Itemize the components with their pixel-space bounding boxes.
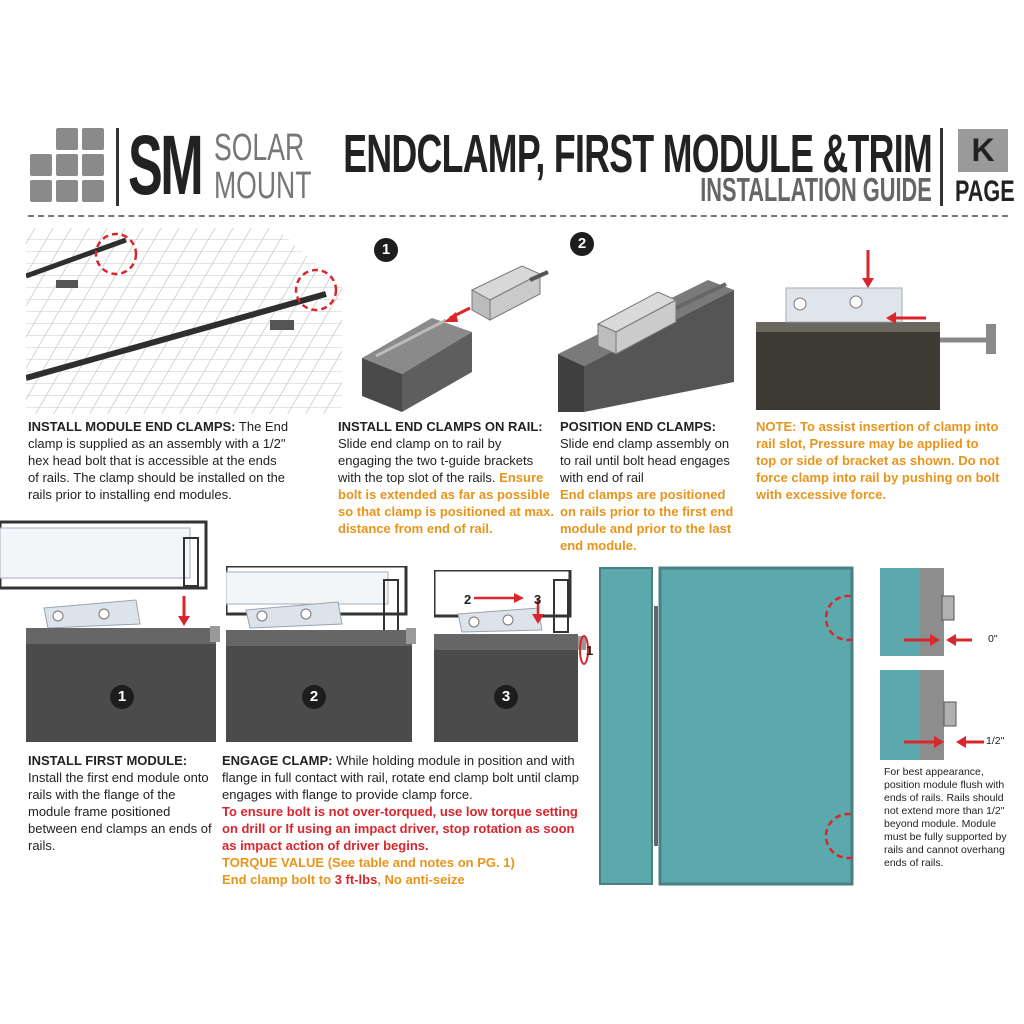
step-badge-2: 2 bbox=[570, 232, 594, 256]
page-subtitle: INSTALLATION GUIDE bbox=[700, 171, 932, 208]
position-note: End clamps are positioned on rails prior… bbox=[560, 487, 734, 553]
engage-label-3: 3 bbox=[534, 592, 542, 607]
first-module-illustration-1 bbox=[0, 520, 220, 742]
flush-detail-half bbox=[880, 670, 984, 760]
engage-label-2: 2 bbox=[464, 592, 472, 607]
flush-label-half: 1/2" bbox=[986, 735, 1005, 747]
page-label: PAGE bbox=[955, 175, 1015, 208]
first-module-body: Install the first end module onto rails … bbox=[28, 770, 212, 853]
torque-pre: End clamp bolt to bbox=[222, 872, 332, 887]
logo-word-solar: SOLAR bbox=[214, 127, 305, 169]
module-step-badge-3: 3 bbox=[494, 685, 518, 709]
position-body: Slide end clamp assembly on to rail unti… bbox=[560, 436, 730, 485]
position-heading: POSITION END CLAMPS: bbox=[560, 419, 717, 434]
module-layout-illustration bbox=[599, 566, 854, 886]
torque-heading: TORQUE VALUE (See table and notes on PG.… bbox=[222, 855, 515, 870]
flush-label-zero: 0" bbox=[988, 633, 998, 645]
engage-heading: ENGAGE CLAMP: bbox=[222, 753, 333, 768]
rail-clamp-insert-illustration bbox=[362, 265, 549, 412]
install-end-clamps-body: The End clamp is supplied as an assembly… bbox=[28, 419, 289, 502]
flush-detail-zero bbox=[880, 568, 972, 656]
module-step-badge-1: 1 bbox=[110, 685, 134, 709]
install-on-rail-block: INSTALL END CLAMPS ON RAIL: Slide end cl… bbox=[338, 418, 554, 537]
rail-clamp-positioned-illustration bbox=[558, 280, 734, 412]
first-module-illustration-2 bbox=[226, 566, 416, 742]
header-divider bbox=[116, 128, 119, 206]
engage-block: ENGAGE CLAMP: While holding module in po… bbox=[222, 752, 582, 888]
logo-mark bbox=[28, 128, 106, 206]
header-dashed-divider bbox=[28, 215, 1008, 217]
step-badge-1: 1 bbox=[374, 238, 398, 262]
install-on-rail-note: Ensure bolt is extended as far as possib… bbox=[338, 470, 554, 536]
header-divider-right bbox=[940, 128, 943, 206]
install-on-rail-body: Slide end clamp on to rail by engaging t… bbox=[338, 436, 534, 485]
logo-word-mount: MOUNT bbox=[214, 165, 312, 207]
torque-value: 3 ft-lbs bbox=[334, 872, 378, 887]
position-block: POSITION END CLAMPS: Slide end clamp ass… bbox=[560, 418, 740, 554]
note-text: NOTE: To assist insertion of clamp into … bbox=[756, 419, 1000, 502]
page-letter-badge: K bbox=[958, 129, 1008, 172]
appearance-note: For best appearance, position module flu… bbox=[884, 766, 1007, 869]
page-title: ENDCLAMP, FIRST MODULE &TRIM bbox=[343, 124, 932, 184]
first-module-heading: INSTALL FIRST MODULE: bbox=[28, 753, 188, 768]
clamp-pressure-illustration bbox=[756, 250, 996, 410]
module-step-badge-2: 2 bbox=[302, 685, 326, 709]
install-end-clamps-heading: INSTALL MODULE END CLAMPS: bbox=[28, 419, 236, 434]
torque-post: , No anti-seize bbox=[377, 872, 465, 887]
engage-body: While holding module in position and wit… bbox=[222, 753, 579, 802]
install-on-rail-heading: INSTALL END CLAMPS ON RAIL: bbox=[338, 419, 543, 434]
note-block: NOTE: To assist insertion of clamp into … bbox=[756, 418, 1000, 503]
engage-label-1: 1 bbox=[586, 643, 594, 658]
install-end-clamps-block: INSTALL MODULE END CLAMPS: The End clamp… bbox=[28, 418, 290, 503]
first-module-block: INSTALL FIRST MODULE: Install the first … bbox=[28, 752, 218, 854]
engage-warning: To ensure bolt is not over-torqued, use … bbox=[222, 804, 578, 853]
first-module-illustration-3 bbox=[434, 570, 589, 742]
logo-initials: SM bbox=[128, 118, 204, 212]
roof-rails-illustration bbox=[26, 228, 342, 414]
